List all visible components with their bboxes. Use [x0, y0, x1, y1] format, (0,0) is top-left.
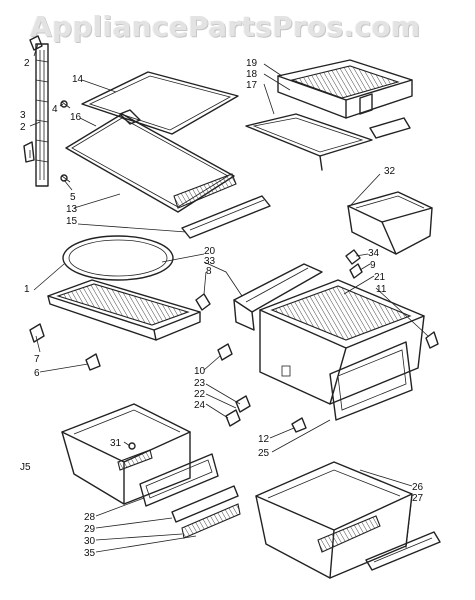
crisper-cover-top-right — [277, 59, 413, 119]
callout-8: 8 — [206, 266, 212, 277]
callout-4: 4 — [52, 104, 58, 115]
shelf-ladder-rail — [23, 35, 49, 187]
callout-24: 24 — [194, 400, 206, 411]
callout-6: 6 — [34, 368, 40, 379]
diagram-code: J5 — [20, 462, 31, 473]
glass-shelf-top — [81, 71, 239, 135]
trim-strip-top — [181, 195, 271, 239]
middle-shelf — [47, 279, 201, 341]
lower-left-pan-front — [139, 453, 241, 539]
callout-22: 22 — [194, 389, 206, 400]
crisper-front-panel — [329, 341, 413, 421]
callout-27: 27 — [412, 493, 424, 504]
callout-3: 3 — [20, 110, 26, 121]
callout-labels: 2 4 3 2 5 13 15 14 16 19 18 17 32 1 20 3… — [20, 58, 424, 559]
callout-17: 17 — [246, 80, 258, 91]
crisper-drawer-middle — [259, 279, 425, 405]
callout-33: 33 — [204, 256, 216, 267]
lower-right-pan — [255, 461, 413, 579]
callout-28: 28 — [84, 512, 96, 523]
callout-12: 12 — [258, 434, 270, 445]
screws-left — [60, 100, 71, 183]
callout-21: 21 — [374, 272, 386, 283]
callout-13: 13 — [66, 204, 78, 215]
lower-left-pan — [61, 403, 191, 505]
watermark: AppliancePartsPros.com — [30, 10, 421, 43]
callout-5: 5 — [70, 192, 76, 203]
callout-1: 1 — [24, 284, 30, 295]
lower-right-pan-trim — [365, 531, 441, 571]
callout-26: 26 — [412, 482, 424, 493]
crisper-cover-middle — [233, 263, 323, 331]
callout-9: 9 — [370, 260, 376, 271]
callout-25: 25 — [258, 448, 270, 459]
callout-14: 14 — [72, 74, 84, 85]
callout-32: 32 — [384, 166, 396, 177]
shelf-frame-top — [65, 109, 237, 213]
callout-16: 16 — [70, 112, 82, 123]
drawer-slide-frame — [245, 113, 411, 171]
callout-15: 15 — [66, 216, 78, 227]
callout-2b: 2 — [20, 122, 26, 133]
callout-31: 31 — [110, 438, 122, 449]
callout-7: 7 — [34, 354, 40, 365]
callout-35: 35 — [84, 548, 96, 559]
callout-11: 11 — [376, 284, 387, 295]
callout-30: 30 — [84, 536, 96, 547]
small-tray — [347, 191, 433, 255]
shelf-supports-middle — [29, 293, 211, 371]
callout-18: 18 — [246, 69, 258, 80]
callout-2: 2 — [24, 58, 30, 69]
callout-10: 10 — [194, 366, 206, 377]
callout-23: 23 — [194, 378, 206, 389]
callout-34: 34 — [368, 248, 380, 259]
leader-lines — [29, 43, 429, 553]
round-glass-insert — [62, 235, 174, 281]
callout-29: 29 — [84, 524, 96, 535]
callout-20: 20 — [204, 246, 216, 257]
crisper-hardware — [217, 249, 439, 433]
callout-19: 19 — [246, 58, 258, 69]
